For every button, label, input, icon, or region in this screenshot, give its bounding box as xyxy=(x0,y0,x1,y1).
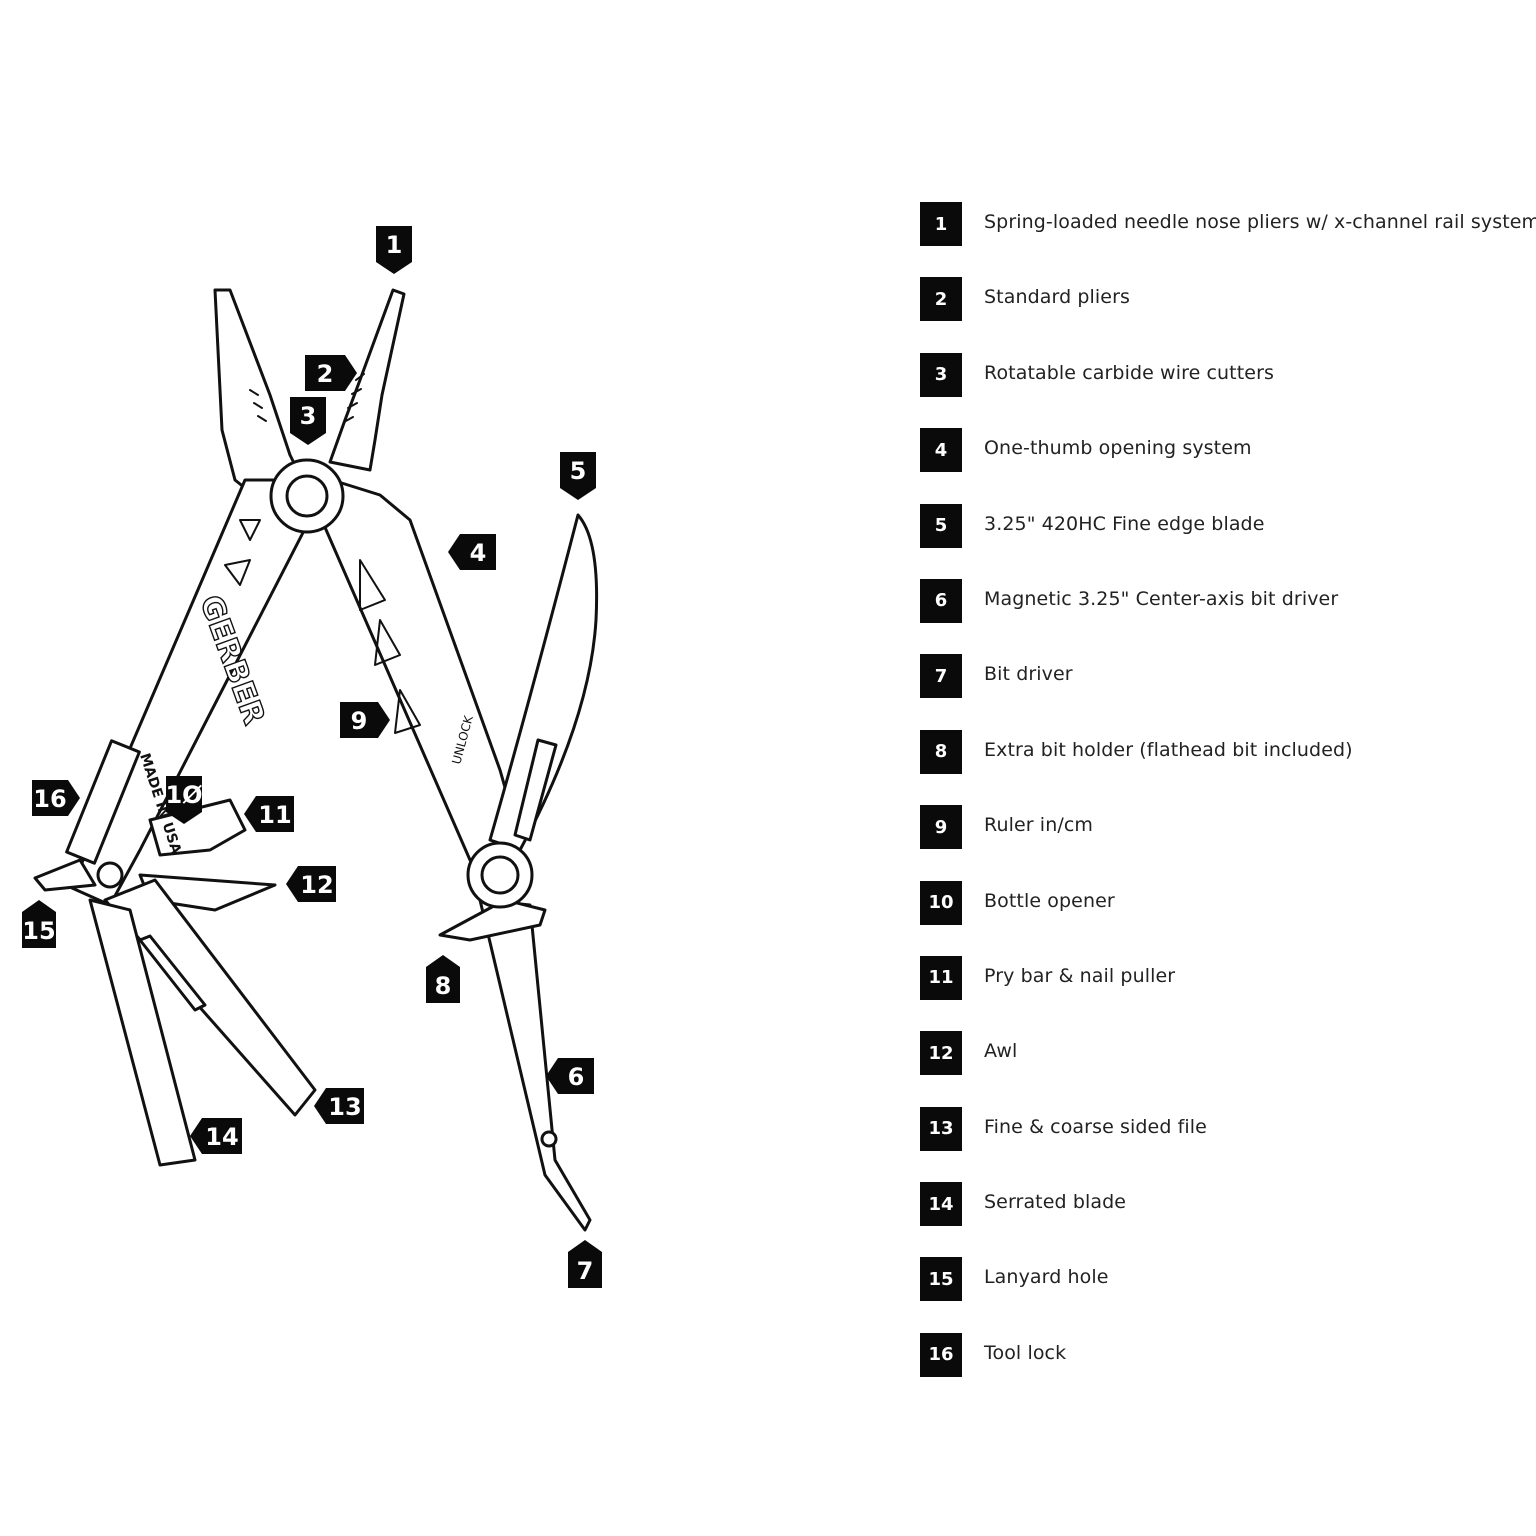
callout-tag xyxy=(22,900,56,948)
legend-item: 12 Awl xyxy=(920,1031,1520,1106)
multitool-diagram: GERBER MADE IN USA UNLOCK 1234567891Ø111… xyxy=(22,226,602,1288)
callout-tag xyxy=(190,1118,242,1154)
callout-number: 12 xyxy=(300,871,333,899)
callout-tag xyxy=(426,955,460,1003)
right-handle xyxy=(298,468,522,862)
bottle-opener xyxy=(148,798,247,857)
callout-tag xyxy=(314,1088,364,1124)
legend-label: Pry bar & nail puller xyxy=(984,964,1176,987)
callout-tag xyxy=(305,355,357,391)
legend-label: Tool lock xyxy=(984,1341,1067,1364)
callout-number: 5 xyxy=(570,457,587,485)
bit-driver-hole xyxy=(540,1130,558,1148)
callout-tag xyxy=(376,226,412,274)
callout-tag xyxy=(290,397,326,445)
legend-label: Awl xyxy=(984,1040,1018,1063)
callout-tag xyxy=(166,776,202,824)
legend-item: 6 Magnetic 3.25" Center-axis bit driver xyxy=(920,578,1520,654)
legend-label: Fine & coarse sided file xyxy=(984,1115,1207,1138)
legend-number: 3 xyxy=(920,352,962,397)
lower-pivot-inner xyxy=(480,855,520,895)
legend-item: 14 Serrated blade xyxy=(920,1182,1520,1257)
legend-label: Lanyard hole xyxy=(984,1266,1109,1289)
callout-number: 2 xyxy=(317,360,334,388)
callout-tag xyxy=(32,780,80,816)
legend-number: 12 xyxy=(920,1031,962,1076)
legend-label: Spring-loaded needle nose pliers w/ x-ch… xyxy=(984,211,1536,233)
callout-tag xyxy=(244,796,294,832)
legend-item: 11 Pry bar & nail puller xyxy=(920,955,1520,1031)
legend-number: 13 xyxy=(920,1106,962,1151)
legend-number: 8 xyxy=(920,729,962,774)
legend-item: 8 Extra bit holder (flathead bit included… xyxy=(920,729,1520,805)
legend-item: 10 Bottle opener xyxy=(920,880,1520,956)
callout-tag xyxy=(568,1240,602,1288)
callout-tag xyxy=(286,866,336,902)
legend-number: 15 xyxy=(920,1257,962,1302)
callout-tag xyxy=(448,534,496,570)
legend-number: 11 xyxy=(920,955,962,1000)
legend-item: 7 Bit driver xyxy=(920,654,1520,729)
legend-label: Magnetic 3.25" Center-axis bit driver xyxy=(984,587,1339,610)
legend-label: Standard pliers xyxy=(984,286,1130,309)
legend-label: Rotatable carbide wire cutters xyxy=(984,361,1274,384)
legend-number: 9 xyxy=(920,805,962,850)
legend-label: Extra bit holder (flathead bit included) xyxy=(984,738,1353,761)
legend-item: 4 One-thumb opening system xyxy=(920,428,1520,503)
handle-cutouts xyxy=(224,519,421,734)
legend-item: 15 Lanyard hole xyxy=(920,1257,1520,1332)
legend-number: 14 xyxy=(920,1182,962,1227)
callout-number: 4 xyxy=(470,539,487,567)
legend-item: 3 Rotatable carbide wire cutters xyxy=(920,352,1520,428)
blade-slot xyxy=(513,738,558,842)
legend-number: 6 xyxy=(920,578,962,623)
lanyard-loop xyxy=(33,858,97,892)
callout-number: 7 xyxy=(577,1257,594,1285)
legend-number: 1 xyxy=(920,202,962,246)
callout-tag xyxy=(546,1058,594,1094)
callout-number: 1Ø xyxy=(165,781,202,809)
plier-serrations xyxy=(249,373,365,423)
fine-edge-blade xyxy=(488,513,599,852)
legend-number: 5 xyxy=(920,503,962,548)
callout-number: 1 xyxy=(386,231,403,259)
callout-number: 11 xyxy=(258,801,291,829)
callout-number: 6 xyxy=(568,1063,585,1091)
main-pivot-inner xyxy=(285,474,329,518)
legend-label: Ruler in/cm xyxy=(984,814,1093,837)
legend-item: 5 3.25" 420HC Fine edge blade xyxy=(920,503,1520,579)
legend-label: Bit driver xyxy=(984,663,1073,686)
legend-item: 13 Fine & coarse sided file xyxy=(920,1106,1520,1182)
callout-number: 13 xyxy=(328,1093,361,1121)
legend-item: 9 Ruler in/cm xyxy=(920,805,1520,880)
callout-number: 8 xyxy=(435,972,452,1000)
legend-label: Serrated blade xyxy=(984,1191,1127,1214)
serrated-blade-slot xyxy=(138,934,207,1012)
handle-rivet xyxy=(96,861,124,889)
legend-label: Bottle opener xyxy=(984,889,1115,912)
legend-item: 1 Spring-loaded needle nose pliers w/ x-c… xyxy=(920,202,1536,277)
legend-item: 16 Tool lock xyxy=(920,1332,1520,1408)
callout-number: 14 xyxy=(205,1123,238,1151)
legend-number: 10 xyxy=(920,880,962,925)
legend-number: 4 xyxy=(920,428,962,473)
callout-number: 9 xyxy=(351,707,368,735)
legend-label: 3.25" 420HC Fine edge blade xyxy=(984,512,1265,535)
legend: 1 Spring-loaded needle nose pliers w/ x-c… xyxy=(920,202,1536,1408)
callout-tag xyxy=(340,702,390,738)
file xyxy=(103,878,317,1117)
legend-label: One-thumb opening system xyxy=(984,437,1252,460)
legend-item: 2 Standard pliers xyxy=(920,277,1520,352)
serrated-blade xyxy=(88,898,197,1167)
callout-tag xyxy=(560,452,596,500)
callout-number: 16 xyxy=(33,785,66,813)
callout-number: 3 xyxy=(300,402,317,430)
tool-lock xyxy=(65,739,141,865)
legend-number: 16 xyxy=(920,1332,962,1377)
callout-number: 15 xyxy=(22,917,55,945)
legend-number: 2 xyxy=(920,277,962,322)
legend-number: 7 xyxy=(920,654,962,699)
